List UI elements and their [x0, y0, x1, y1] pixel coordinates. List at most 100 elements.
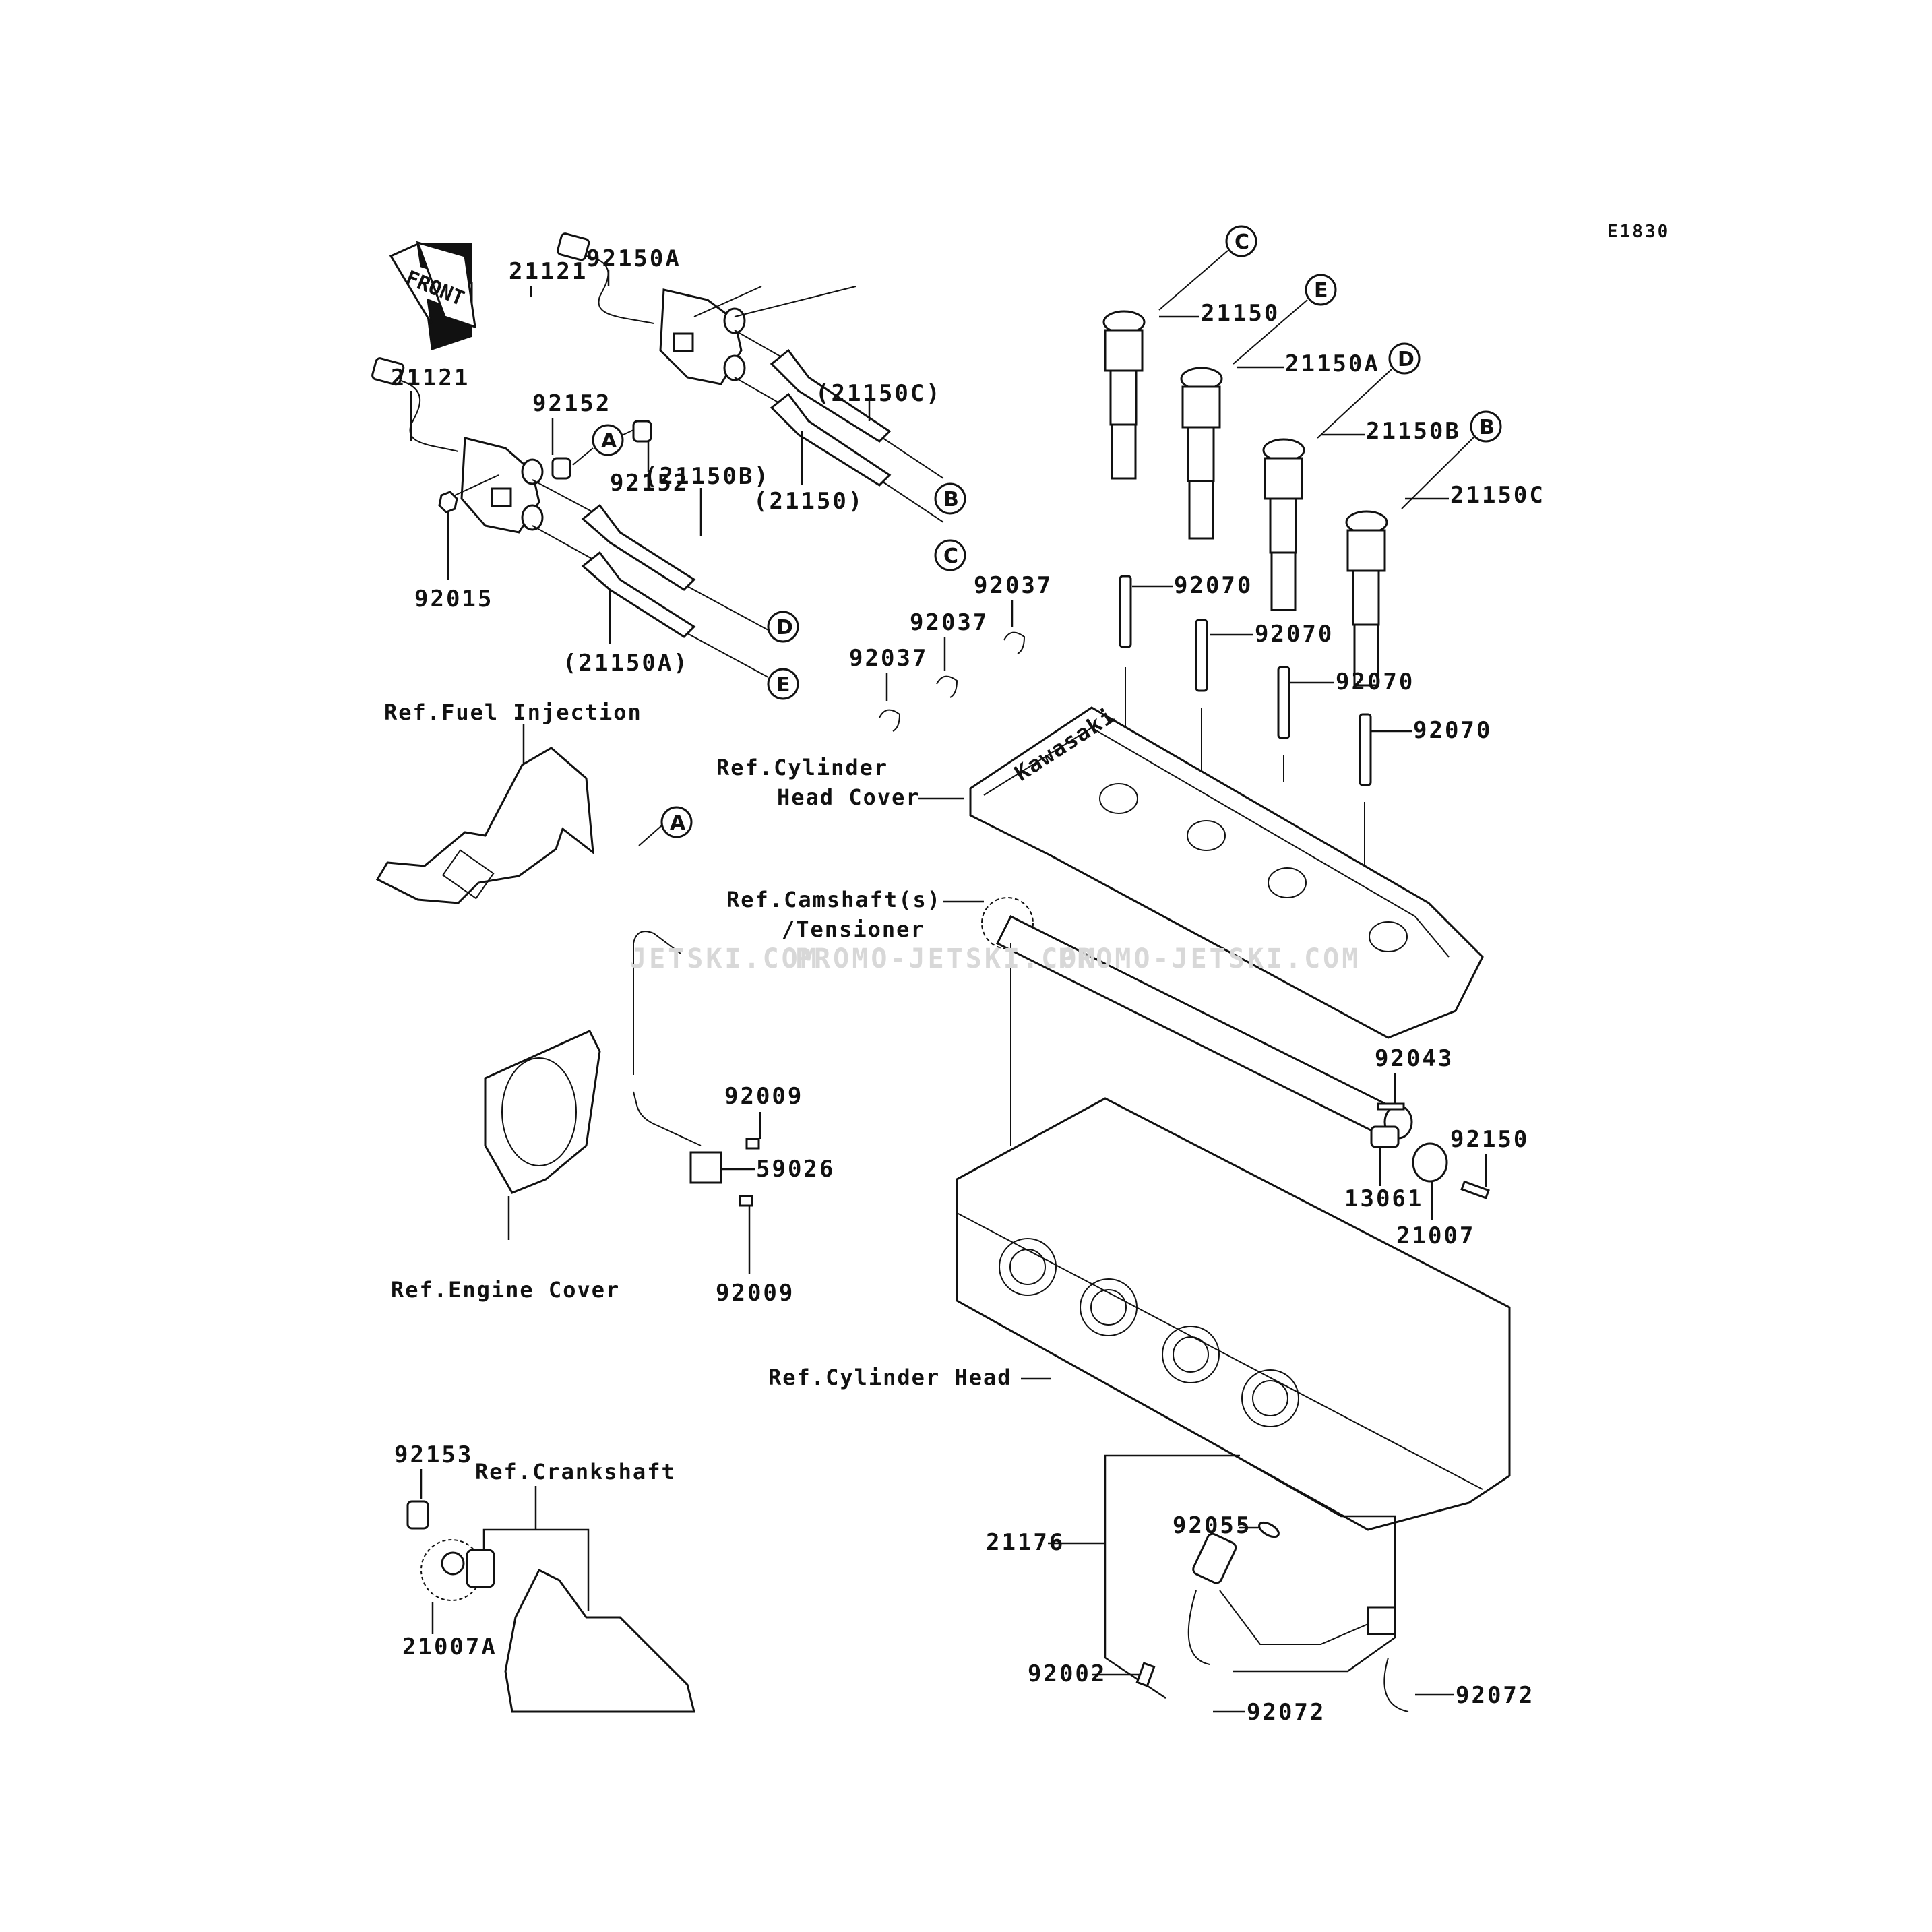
callout-a-2: A — [638, 806, 693, 846]
svg-text:21007A: 21007A — [402, 1633, 497, 1660]
nut-92015: 92015 — [414, 474, 499, 613]
svg-text:(21150A): (21150A) — [563, 650, 689, 677]
front-arrow-icon: FRONT — [389, 241, 476, 350]
ref-cylinder-head-cover-line2: Head Cover — [777, 784, 921, 810]
svg-text:92037: 92037 — [910, 609, 989, 636]
svg-text:D: D — [1398, 348, 1414, 371]
callout-b-1: B — [934, 482, 966, 515]
watermark: JETSKI.COM PROMO-JETSKI.COM PROMO-JETSKI… — [630, 943, 1361, 974]
svg-text:A: A — [670, 811, 686, 835]
clamp-92037-2: 92037 — [910, 609, 989, 698]
spark-plug-3: 92070 — [1277, 666, 1414, 782]
cylinder-head-cover: Kawasaki — [969, 702, 1484, 1039]
cap-21150: C 21150 — [1102, 225, 1280, 480]
ignition-coil-upper — [557, 232, 746, 385]
pin-92043: 92043 — [1375, 1045, 1454, 1111]
collar-92152-left: 92152 — [532, 390, 611, 480]
cap-21150B-paren: (21150B) — [532, 463, 770, 631]
sensor-cable — [633, 931, 702, 1146]
svg-text:21121: 21121 — [391, 365, 470, 392]
svg-text:E: E — [776, 673, 790, 697]
cap-21150-paren: (21150) — [734, 377, 944, 523]
svg-text:21150B: 21150B — [1366, 418, 1461, 445]
svg-text:D: D — [776, 616, 793, 640]
ref-cylinder-head-cover-line1: Ref.Cylinder — [716, 755, 888, 780]
callout-d-1: D — [767, 611, 799, 643]
clamp-92037-1: 92037 — [974, 572, 1053, 654]
svg-text:59026: 59026 — [756, 1156, 835, 1183]
bolt-92002: 92002 — [1028, 1660, 1156, 1687]
svg-text:Ref.Fuel Injection: Ref.Fuel Injection — [384, 699, 642, 725]
svg-text:92070: 92070 — [1336, 668, 1414, 695]
svg-text:C: C — [1235, 230, 1249, 254]
spark-plug-1: 92070 — [1119, 572, 1253, 809]
callout-a-1: A — [572, 424, 634, 466]
svg-text:92037: 92037 — [849, 645, 928, 672]
bolt-92150A: 92150A — [586, 245, 856, 317]
ref-engine-cover: Ref.Engine Cover — [391, 1277, 620, 1303]
cap-21150C-paren: (21150C) — [734, 330, 944, 479]
svg-text:92037: 92037 — [974, 572, 1053, 599]
cylinder-head — [956, 1097, 1511, 1531]
svg-text:92043: 92043 — [1375, 1045, 1454, 1072]
bolt-92150: 92150 — [1450, 1126, 1529, 1199]
part-13061: 13061 — [1344, 1125, 1423, 1212]
coil-upper-label: 21121 — [509, 258, 586, 297]
ignition-coil-lower — [371, 357, 544, 534]
ref-camshaft-line2: /Tensioner — [782, 916, 925, 942]
svg-text:B: B — [943, 488, 959, 511]
crankshaft: Ref.Crankshaft — [466, 1459, 695, 1713]
svg-text:PROMO-JETSKI.COM: PROMO-JETSKI.COM — [1058, 943, 1361, 974]
svg-text:A: A — [601, 429, 617, 453]
svg-text:92055: 92055 — [1173, 1512, 1251, 1539]
engine-cover: Ref.Engine Cover — [391, 1030, 620, 1303]
svg-text:PROMO-JETSKI.COM: PROMO-JETSKI.COM — [795, 943, 1098, 974]
svg-text:(21150B): (21150B) — [644, 463, 770, 490]
screw-92009-upper: 92009 — [724, 1083, 803, 1150]
svg-text:92152: 92152 — [610, 470, 689, 497]
svg-text:92009: 92009 — [716, 1280, 794, 1307]
bolt-92153: 92153 — [394, 1441, 471, 1530]
spark-plug-2: 92070 — [1195, 619, 1334, 846]
rotor-21007: 21007 — [1396, 1142, 1473, 1249]
clamp-92037-3: 92037 — [849, 645, 928, 732]
svg-text:13061: 13061 — [1344, 1185, 1423, 1212]
svg-text:92150A: 92150A — [586, 245, 681, 272]
svg-text:21150A: 21150A — [1285, 350, 1380, 377]
svg-text:E: E — [1314, 279, 1328, 303]
cap-21150A-paren: (21150A) — [532, 525, 769, 678]
rotor-21007A: 21007A — [402, 1539, 497, 1660]
svg-text:B: B — [1479, 416, 1495, 439]
coil-lower-label: 21121 — [391, 365, 470, 441]
svg-text:21150: 21150 — [1201, 300, 1280, 327]
svg-text:JETSKI.COM: JETSKI.COM — [630, 943, 819, 974]
callout-e-1: E — [767, 668, 799, 700]
spark-plug-4: 92070 — [1359, 713, 1492, 890]
sensor-59026: 59026 — [689, 1151, 835, 1184]
svg-text:92070: 92070 — [1413, 717, 1492, 744]
screw-92009-lower: 92009 — [716, 1195, 794, 1307]
svg-text:Ref.Crankshaft: Ref.Crankshaft — [475, 1459, 676, 1485]
cap-21150B: D 21150B — [1262, 342, 1461, 611]
svg-text:92070: 92070 — [1255, 621, 1334, 648]
svg-text:92009: 92009 — [724, 1083, 803, 1110]
svg-text:92150: 92150 — [1450, 1126, 1529, 1153]
band-92072-2: 92072 — [1383, 1657, 1532, 1712]
diagram-code: E1830 — [1607, 222, 1670, 242]
callout-c-1: C — [934, 539, 966, 571]
svg-text:92070: 92070 — [1174, 572, 1253, 599]
ref-camshaft-line1: Ref.Camshaft(s) — [726, 887, 941, 912]
collar-92152-mid: 92152 — [610, 420, 689, 497]
svg-text:C: C — [943, 544, 958, 568]
cap-21150C: B 21150C — [1345, 410, 1545, 687]
svg-text:21150C: 21150C — [1450, 482, 1545, 509]
svg-text:92015: 92015 — [414, 586, 493, 613]
fuel-injection-bracket: Ref.Fuel Injection — [375, 699, 642, 904]
oring-92055: 92055 — [1173, 1512, 1280, 1539]
svg-text:(21150): (21150) — [753, 488, 864, 515]
svg-text:92152: 92152 — [532, 390, 611, 417]
svg-text:92072: 92072 — [1247, 1699, 1326, 1726]
band-92072-1: 92072 — [1187, 1590, 1326, 1726]
svg-text:(21150C): (21150C) — [815, 380, 942, 407]
